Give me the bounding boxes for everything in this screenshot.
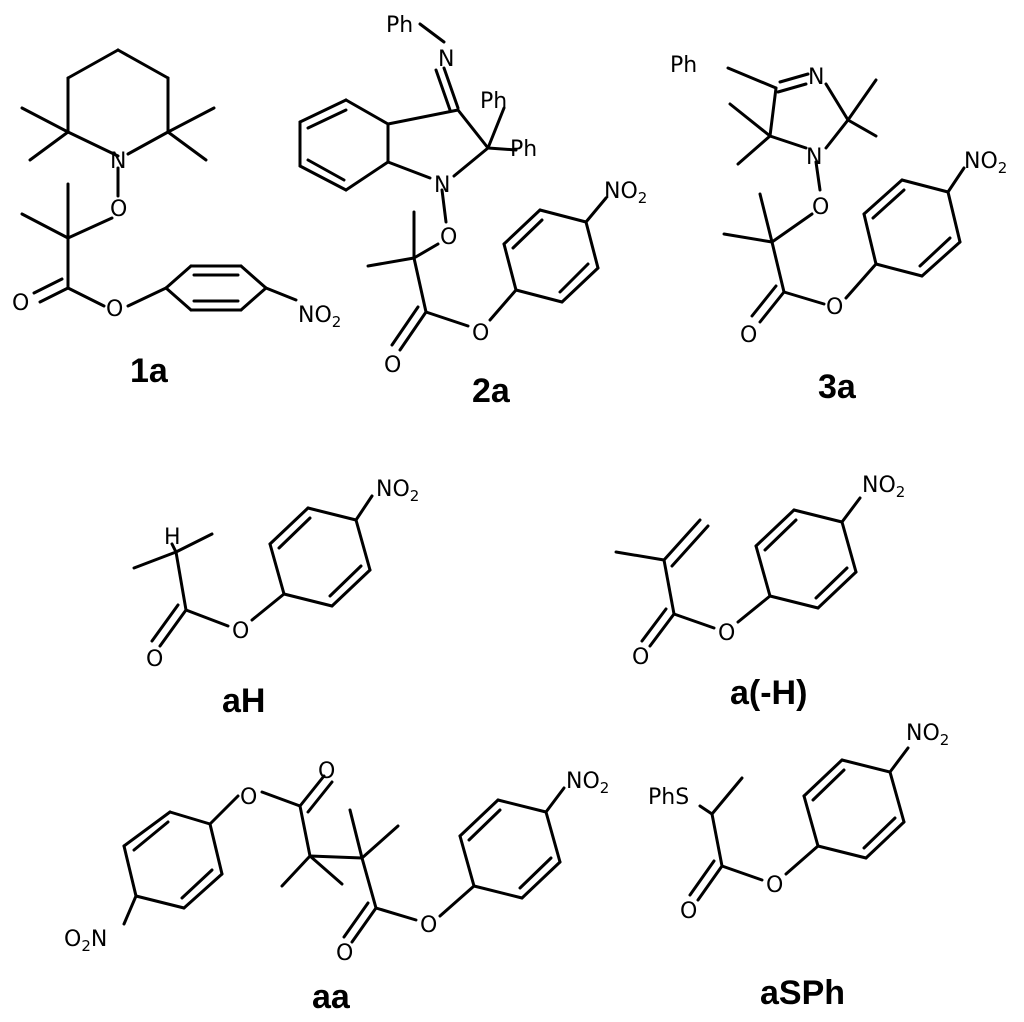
atom-o: O [826,295,843,320]
atom-o: O [240,785,257,810]
atom-no2: NO2 [906,721,949,749]
atom-ph: Ph [480,89,507,114]
compound-aH: H O O NO2 aH [132,477,419,720]
atom-o: O [680,899,697,924]
atom-ph: Ph [386,13,413,38]
atom-o: O [336,941,353,966]
atom-no2: NO2 [566,769,609,797]
atom-ph: Ph [510,137,537,162]
compound-label-aH: aH [222,682,265,720]
atom-o: O [318,759,335,784]
compound-3a: Ph N N O O O NO2 3a [670,53,1007,406]
atom-o: O [472,321,489,346]
atom-no2: NO2 [964,149,1007,177]
compound-2a: Ph N Ph Ph N O O O NO2 2a [298,13,647,410]
atom-o: O [384,353,401,378]
compound-label-3a: 3a [818,368,857,406]
atom-o: O [232,619,249,644]
atom-h: H [164,525,181,550]
compound-a-minus-H: O O NO2 a(-H) [614,473,905,712]
atom-phs: PhS [648,785,689,810]
compound-1a: N O O O NO2 1a [12,48,341,390]
atom-o: O [110,197,127,222]
atom-no2: NO2 [862,473,905,501]
compound-label-2a: 2a [472,372,511,410]
atom-n: N [434,173,450,198]
compound-label-aSPh: aSPh [760,974,845,1012]
atom-n: N [438,47,454,72]
atom-o: O [740,323,757,348]
compound-label-1a: 1a [130,352,169,390]
compound-label-a-minus-H: a(-H) [730,674,807,712]
atom-n: N [808,65,824,90]
compound-aSPh: PhS O O NO2 aSPh [648,721,949,1012]
compound-label-aa: aa [312,978,351,1016]
atom-o: O [632,645,649,670]
atom-o: O [106,297,123,322]
atom-o: O [12,291,29,316]
atom-no2: NO2 [376,477,419,505]
atom-no2: NO2 [604,179,647,207]
compound-aa: O2N O O O O NO2 aa [64,759,609,1016]
atom-no2: NO2 [298,303,341,331]
atom-o: O [146,647,163,672]
atom-n: N [110,149,126,174]
atom-o2n: O2N [64,927,107,955]
atom-n: N [806,145,822,170]
atom-o: O [718,621,735,646]
atom-o: O [420,913,437,938]
atom-o: O [812,195,829,220]
atom-o: O [440,225,457,250]
atom-o: O [766,873,783,898]
atom-ph: Ph [670,53,697,78]
